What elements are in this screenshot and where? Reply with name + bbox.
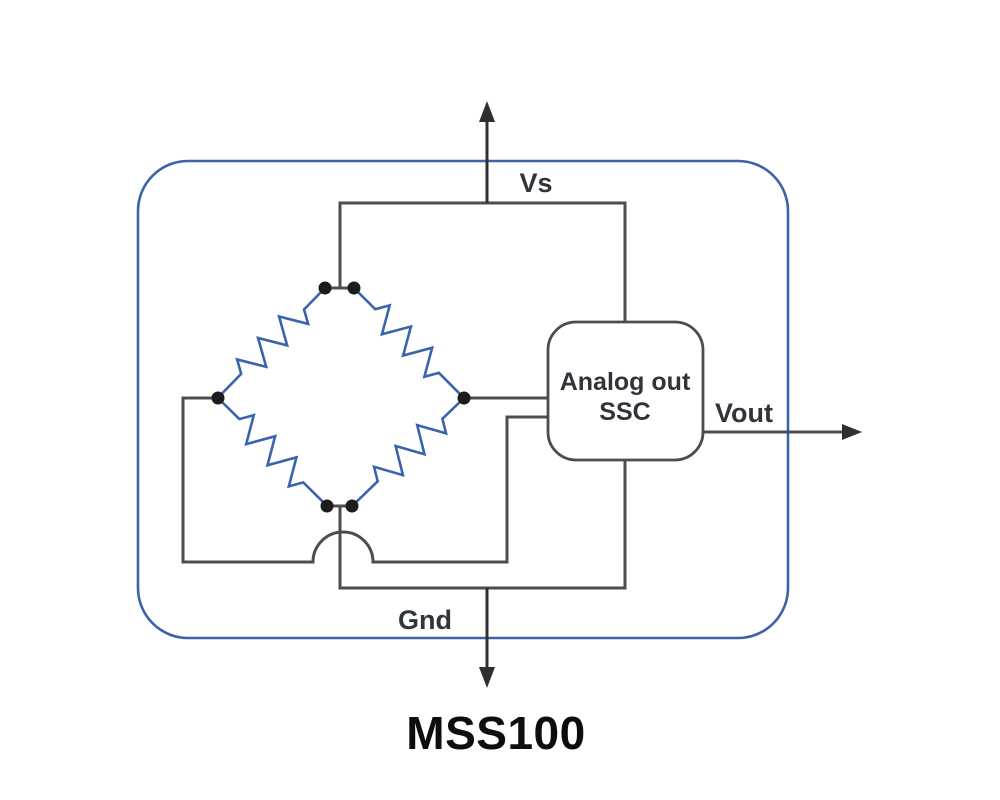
bridge-left-return-wire	[181, 396, 550, 564]
diagram-title: MSS100	[406, 707, 585, 759]
node-dot	[345, 499, 359, 513]
node-dot	[211, 391, 225, 405]
node-dot	[318, 281, 332, 295]
sensor-package-outline	[136, 159, 790, 640]
resistor-bottom-left	[207, 387, 338, 517]
resistor-top-left	[206, 277, 336, 409]
junction-dots	[211, 281, 471, 513]
ssc-block-label-line2: SSC	[599, 398, 650, 426]
output-arrow-icon	[701, 424, 862, 440]
node-dot	[347, 281, 361, 295]
supply-arrow-icon	[479, 101, 495, 203]
analog-out-ssc-block	[546, 320, 705, 462]
supply-rail-wire	[338, 201, 627, 324]
wheatstone-bridge	[206, 277, 475, 517]
node-dot	[457, 391, 471, 405]
ssc-block-label-line1: Analog out	[560, 368, 691, 396]
ground-rail-wire	[338, 458, 627, 590]
ground-arrow-icon	[479, 588, 495, 688]
resistor-top-right	[343, 277, 474, 408]
output-label: Vout	[715, 398, 773, 428]
ground-label: Gnd	[398, 605, 452, 635]
resistor-bottom-right	[342, 387, 475, 516]
node-dot	[320, 499, 334, 513]
supply-label: Vs	[519, 168, 552, 198]
